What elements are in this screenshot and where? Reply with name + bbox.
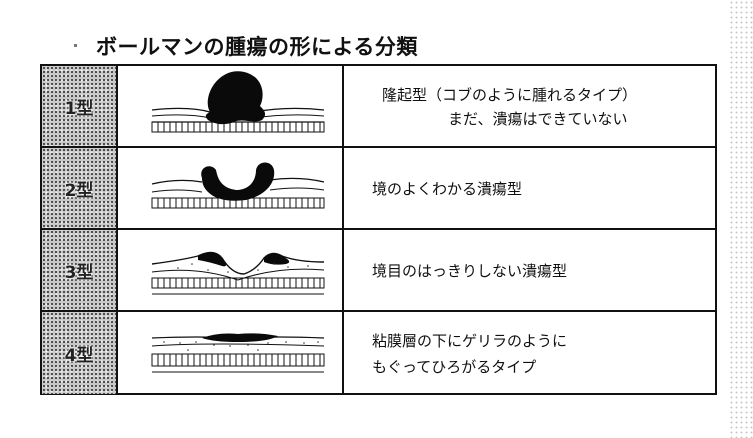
title-bullet	[74, 44, 77, 47]
table-row-type2: 2型	[42, 148, 715, 230]
description-cell: 隆起型（コブのように腫れるタイプ） まだ、潰瘍はできていない	[344, 66, 715, 146]
description-cell: 粘膜層の下にゲリラのように もぐってひろがるタイプ	[344, 312, 715, 394]
type2-demarcated-ulcer-illustration	[151, 162, 325, 209]
table-row-type1: 1型	[42, 66, 715, 148]
table-row-type4: 4型	[42, 312, 715, 394]
type3-infiltrating-ulcer-illustration	[151, 251, 325, 295]
description-cell: 境目のはっきりしない潰瘍型	[344, 230, 715, 310]
classification-table: 1型	[40, 64, 717, 395]
diagram-cell	[118, 312, 344, 394]
type-cell: 2型	[42, 148, 118, 228]
type-cell: 3型	[42, 230, 118, 310]
type-label: 3型	[64, 262, 94, 283]
diagram-cell	[118, 230, 344, 310]
description-line: もぐってひろがるタイプ	[372, 358, 537, 376]
diagram-cell	[118, 66, 344, 146]
type-label: 2型	[64, 180, 94, 201]
description-line: 粘膜層の下にゲリラのように	[372, 332, 568, 350]
page-title: ボールマンの腫瘍の形による分類	[96, 35, 418, 59]
type-cell: 1型	[42, 66, 118, 146]
type1-protruding-tumor-illustration	[151, 71, 325, 133]
description-line: まだ、潰瘍はできていない	[448, 110, 628, 128]
type-label: 1型	[64, 98, 94, 119]
description-line: 隆起型（コブのように腫れるタイプ）	[382, 86, 638, 104]
diagram-cell	[118, 148, 344, 228]
type-label: 4型	[64, 345, 94, 366]
type4-diffuse-infiltrating-illustration	[151, 333, 325, 373]
description-line: 境目のはっきりしない潰瘍型	[372, 262, 568, 280]
description-cell: 境のよくわかる潰瘍型	[344, 148, 715, 228]
scan-speckle	[729, 0, 753, 438]
type-cell: 4型	[42, 312, 118, 394]
table-row-type3: 3型	[42, 230, 715, 312]
description-line: 境のよくわかる潰瘍型	[372, 180, 523, 198]
